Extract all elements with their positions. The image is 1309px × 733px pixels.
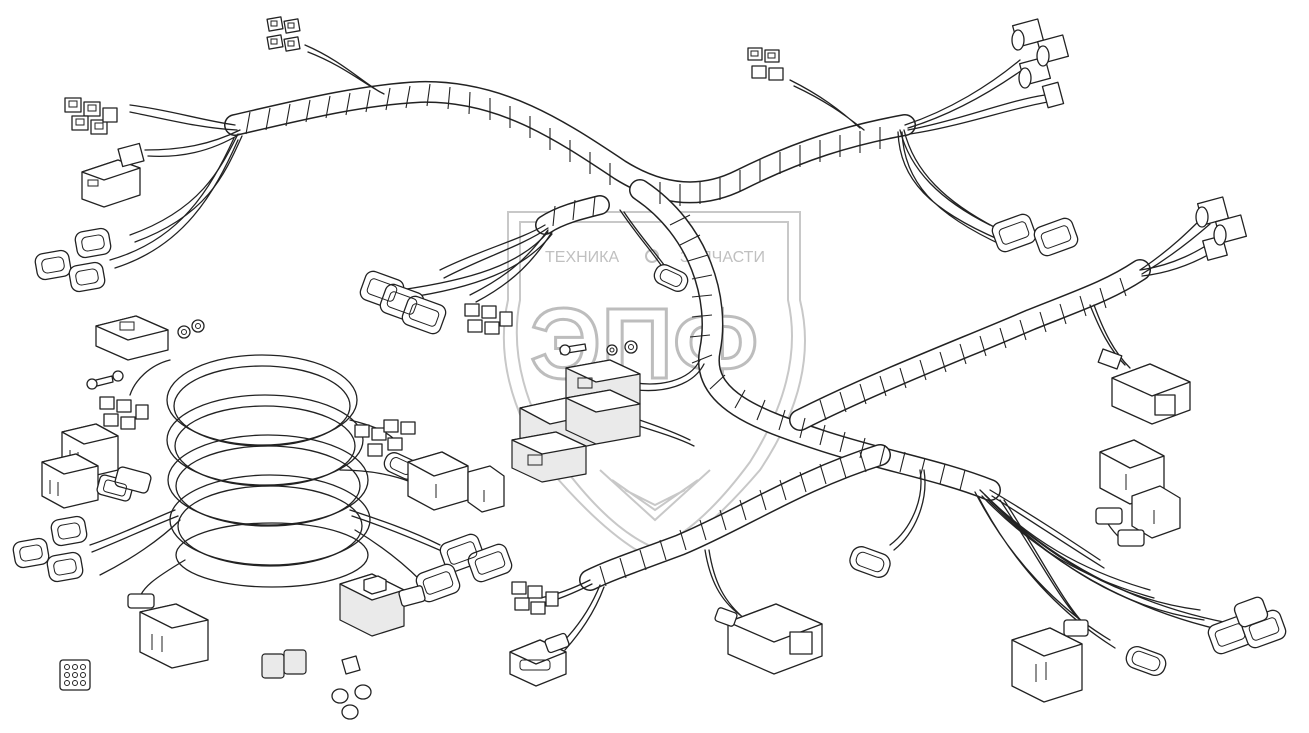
- connector-cluster-top-right: [1011, 18, 1070, 109]
- connector-cluster-center: [464, 303, 513, 335]
- connector-inline-lower-right: [849, 546, 891, 578]
- trunk-cables: [224, 80, 1151, 591]
- connector-cluster-left-top: [64, 97, 118, 135]
- cube-relay-bottom-left: [127, 593, 209, 669]
- connector-ovals-lower-left: [12, 515, 88, 583]
- connector-multipin-lower-center: [509, 632, 570, 687]
- connectors: [12, 16, 1287, 720]
- connector-plug-left: [81, 142, 145, 208]
- connector-cluster-right: [1195, 196, 1248, 261]
- cube-relays-lower-right: [1095, 439, 1181, 547]
- fasteners-center: [559, 340, 638, 356]
- connector-multipin-left: [96, 466, 152, 502]
- connector-cluster-left-mid: [99, 396, 149, 430]
- connector-plug-right: [1097, 348, 1191, 425]
- coiled-cable: [89, 354, 445, 606]
- watermark-text-left: ТЕХНИКА: [545, 249, 619, 266]
- relay-modules-center: [511, 359, 641, 483]
- connector-cluster-top-mid: [747, 47, 784, 81]
- cube-relay-bottom-right: [1011, 619, 1089, 703]
- gear-icon: [645, 249, 659, 263]
- connector-cluster-coil-right: [354, 419, 416, 457]
- relay-module-left: [86, 315, 205, 390]
- connector-inline-bottom-right: [1125, 645, 1167, 677]
- connector-ovals-left: [34, 227, 112, 293]
- connector-plug-lower-center: [714, 603, 823, 675]
- connector-cluster-lower-center: [511, 581, 559, 615]
- connector-sixpin-upper-right: [991, 213, 1079, 257]
- loose-parts-bottom: [59, 649, 372, 720]
- connector-sixpin-lower-left: [415, 533, 513, 603]
- connector-sixpin-lower-right: [1207, 596, 1287, 655]
- branch-wires: [109, 44, 1246, 651]
- connector-cluster-top: [266, 16, 301, 52]
- cube-relay-bottom-center: [339, 573, 426, 637]
- cube-relays-center-left: [407, 451, 505, 513]
- connector-sixpin-center-left: [359, 270, 447, 335]
- connector-inline-center: [653, 264, 689, 292]
